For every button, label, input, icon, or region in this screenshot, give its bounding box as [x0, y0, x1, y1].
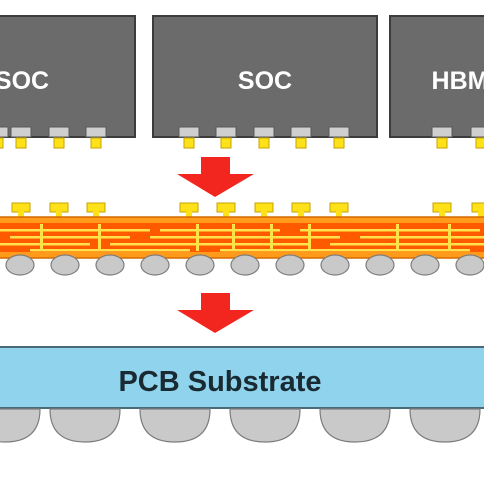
- trace: [300, 229, 480, 232]
- die-pad: [470, 126, 484, 138]
- interposer: [0, 202, 484, 276]
- c4-bump: [365, 254, 395, 276]
- die-pad: [328, 126, 350, 138]
- die-pad: [431, 126, 453, 138]
- c4-bump: [455, 254, 484, 276]
- interposer-via: [223, 211, 229, 218]
- down-arrow-icon: [177, 293, 254, 333]
- micro-bump: [90, 137, 102, 149]
- die-pad: [178, 126, 200, 138]
- interposer-via: [439, 211, 445, 218]
- interposer-traces: [0, 224, 484, 252]
- via: [308, 224, 311, 251]
- interposer-bump: [49, 202, 69, 213]
- trace: [110, 243, 310, 246]
- c4-bump: [185, 254, 215, 276]
- substrate-label: PCB Substrate: [118, 366, 321, 398]
- interposer-via: [478, 211, 484, 218]
- micro-bump: [0, 137, 4, 149]
- bga-ball: [319, 408, 391, 443]
- chip-label: HBM: [432, 67, 484, 95]
- trace: [0, 243, 90, 246]
- via: [40, 224, 43, 251]
- via: [98, 224, 101, 251]
- bga-ball: [229, 408, 301, 443]
- interposer-via: [56, 211, 62, 218]
- interposer-bump: [11, 202, 31, 213]
- trace: [10, 236, 130, 239]
- bga-ball: [49, 408, 121, 443]
- trace: [30, 249, 190, 252]
- down-arrow-icon: [177, 157, 254, 197]
- interposer-via: [186, 211, 192, 218]
- micro-bump: [53, 137, 65, 149]
- interposer-bump: [179, 202, 199, 213]
- die-pad: [0, 126, 9, 138]
- c4-bump: [95, 254, 125, 276]
- c4-bump: [5, 254, 35, 276]
- micro-bump: [475, 137, 484, 149]
- via: [448, 224, 451, 251]
- micro-bump: [220, 137, 232, 149]
- c4-bump: [275, 254, 305, 276]
- interposer-via: [261, 211, 267, 218]
- chip-soc-left: SOC: [0, 15, 136, 138]
- chip-label: SOC: [0, 67, 49, 95]
- trace: [220, 249, 470, 252]
- via: [270, 224, 273, 251]
- die-pad: [290, 126, 312, 138]
- c4-bump: [230, 254, 260, 276]
- trace: [150, 236, 340, 239]
- bga-ball: [139, 408, 211, 443]
- interposer-bump: [86, 202, 106, 213]
- die-pad: [253, 126, 275, 138]
- micro-bump: [258, 137, 270, 149]
- interposer-bump: [216, 202, 236, 213]
- interposer-bump: [291, 202, 311, 213]
- via: [232, 224, 235, 251]
- die-pad: [85, 126, 107, 138]
- interposer-via: [18, 211, 24, 218]
- interposer-via: [336, 211, 342, 218]
- interposer-bump: [329, 202, 349, 213]
- chip-label: SOC: [238, 67, 292, 95]
- via: [196, 224, 199, 251]
- pcb-substrate: PCB Substrate: [0, 346, 484, 409]
- die-pad: [10, 126, 32, 138]
- interposer-via: [93, 211, 99, 218]
- chip-hbm: HBM: [389, 15, 484, 138]
- trace: [330, 243, 484, 246]
- trace: [160, 229, 280, 232]
- micro-bump: [15, 137, 27, 149]
- micro-bump: [436, 137, 448, 149]
- pcb-solder-balls: [0, 408, 481, 443]
- chip-soc-center: SOC: [152, 15, 378, 138]
- bga-ball: [409, 408, 481, 443]
- interposer-bump: [254, 202, 274, 213]
- die-pad: [48, 126, 70, 138]
- die-pad: [215, 126, 237, 138]
- interposer-via: [298, 211, 304, 218]
- micro-bump: [333, 137, 345, 149]
- micro-bump: [295, 137, 307, 149]
- trace: [360, 236, 484, 239]
- via: [396, 224, 399, 251]
- micro-bump: [183, 137, 195, 149]
- interposer-bump: [471, 202, 484, 213]
- interposer-bump: [432, 202, 452, 213]
- interposer-bottom-bumps: [5, 254, 484, 276]
- die-micro-bumps: [0, 126, 484, 149]
- c4-bump: [410, 254, 440, 276]
- c4-bump: [50, 254, 80, 276]
- c4-bump: [140, 254, 170, 276]
- interposer-top-bumps: [11, 202, 484, 218]
- c4-bump: [320, 254, 350, 276]
- trace: [0, 229, 150, 232]
- bga-ball: [0, 408, 41, 443]
